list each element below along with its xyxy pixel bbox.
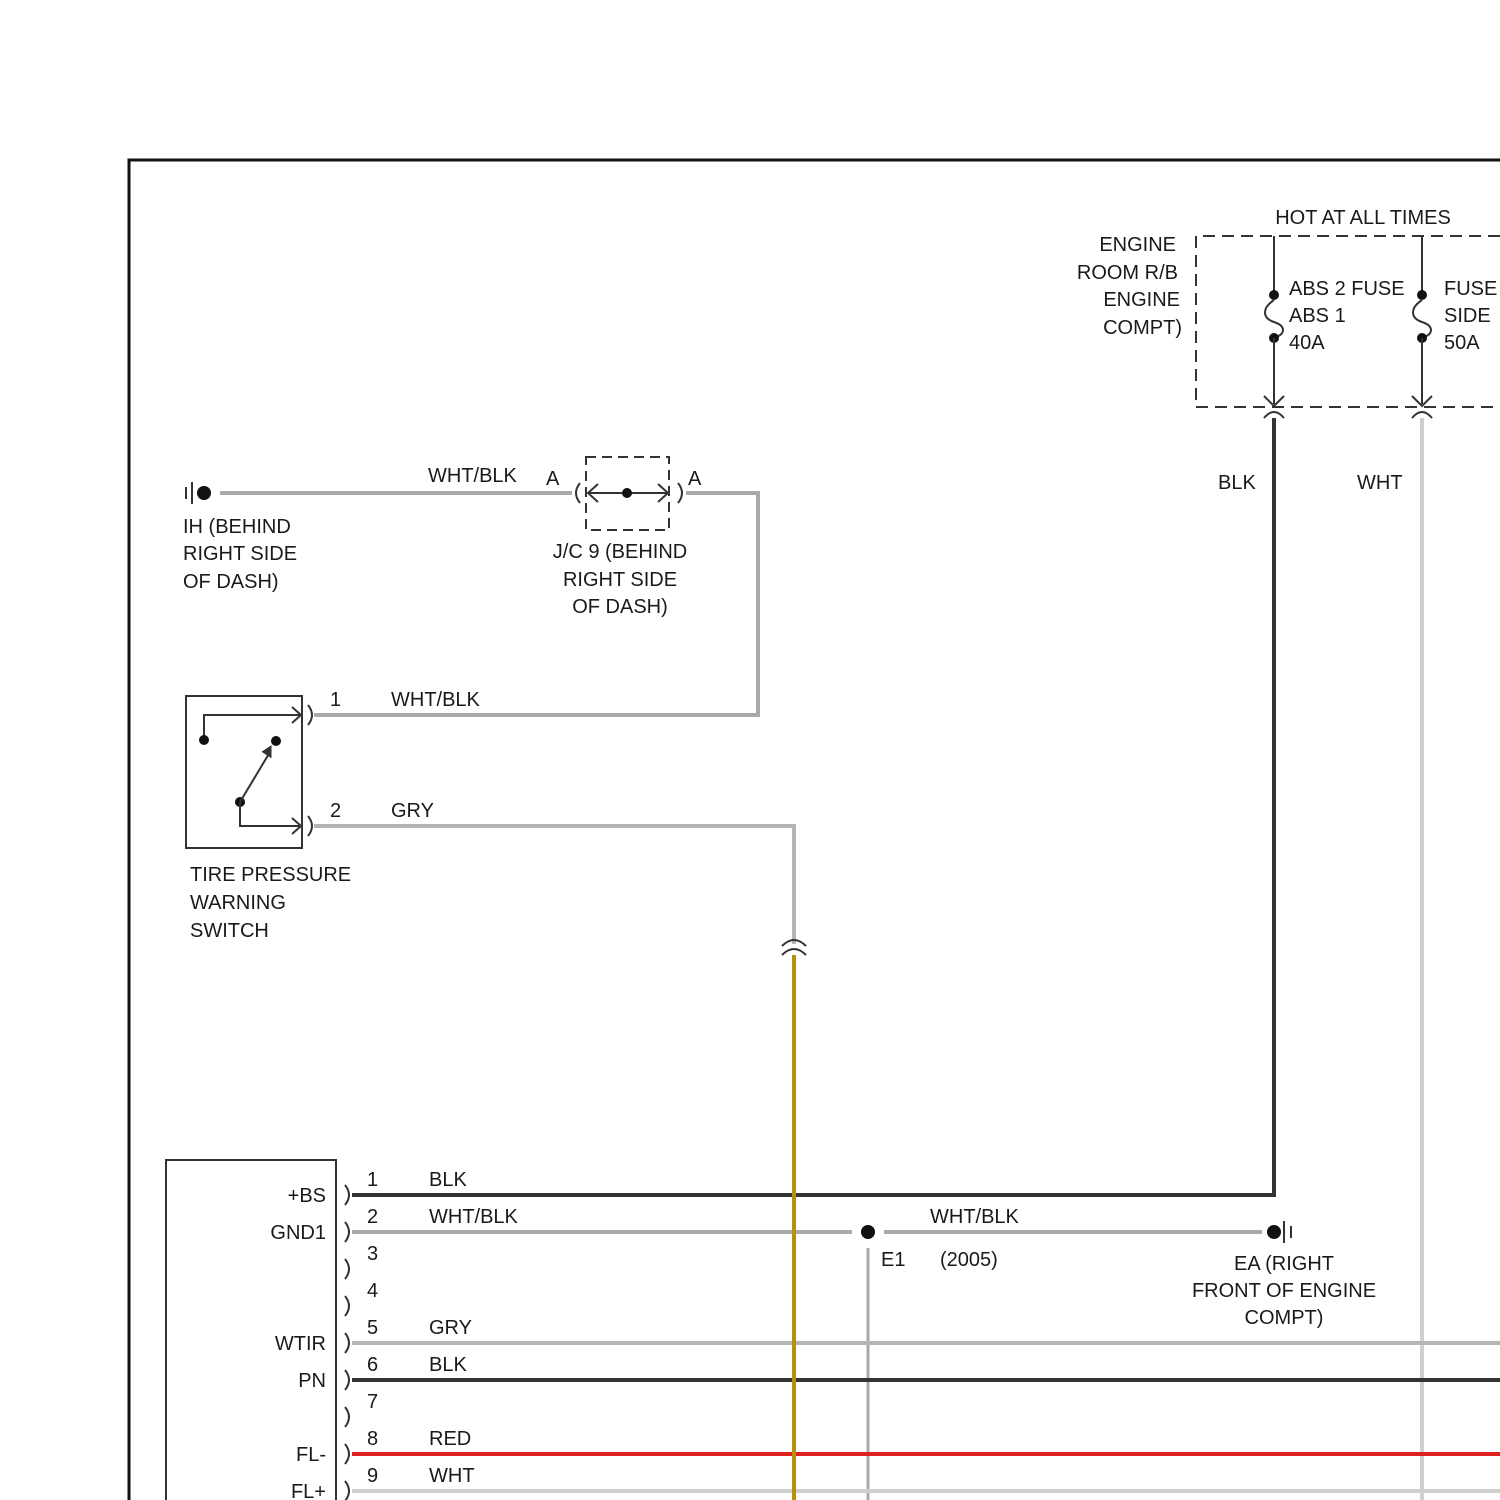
- fuse1-circuit: ABS 1: [1289, 305, 1346, 327]
- module-pin-3: 3: [345, 1243, 378, 1279]
- module-pin-number: 5: [367, 1317, 378, 1339]
- ground-ih-label-1: IH (BEHIND: [183, 516, 291, 538]
- module-wire-color-label: RED: [429, 1428, 471, 1450]
- switch-label-2: WARNING: [190, 892, 286, 914]
- wire-blk-bs: [352, 418, 1274, 1195]
- wire-gry-switch: [314, 826, 794, 944]
- module-pin-number: 4: [367, 1280, 378, 1302]
- module-pin-number: 3: [367, 1243, 378, 1265]
- module-pin-6: 6PN BLK: [298, 1354, 467, 1392]
- module-pin-connector: [345, 1259, 349, 1279]
- splice-e1-name: E1: [881, 1249, 905, 1271]
- jc-label-2: RIGHT SIDE: [563, 569, 677, 591]
- relay-block-location-line-4: COMPT): [1103, 317, 1182, 339]
- fuse1-rating: 40A: [1289, 332, 1325, 354]
- switch-label-3: SWITCH: [190, 920, 269, 942]
- fuse1-name: ABS 2 FUSE: [1289, 278, 1405, 300]
- wire-switch-pin1-label: WHT/BLK: [391, 689, 481, 711]
- ground-ea-label-3: COMPT): [1245, 1307, 1324, 1329]
- ground-ea: EA (RIGHT FRONT OF ENGINE COMPT): [1192, 1221, 1376, 1329]
- module-terminal-label: FL-: [296, 1444, 326, 1466]
- switch-label-1: TIRE PRESSURE: [190, 864, 351, 886]
- switch-pin2-num: 2: [330, 800, 341, 822]
- wire-wht-fuse2-label: WHT: [1357, 472, 1403, 494]
- wire-ih-to-jc-label: WHT/BLK: [428, 465, 518, 487]
- module-terminal-label: +BS: [288, 1185, 326, 1207]
- ground-ea-icon: [1267, 1225, 1281, 1239]
- module-pin-number: 2: [367, 1206, 378, 1228]
- jc-pin-right: A: [688, 468, 702, 490]
- side-fuse-50a: FUSE SIDE 50A: [1412, 236, 1497, 418]
- module-pin-connector: [345, 1370, 349, 1390]
- module-pin-connector: [345, 1481, 349, 1500]
- ground-ih: IH (BEHIND RIGHT SIDE OF DASH): [183, 482, 297, 593]
- module-wire-color-label: GRY: [429, 1317, 472, 1339]
- module-pin-7: 7: [345, 1391, 378, 1427]
- module-pin-4: 4: [345, 1280, 378, 1316]
- ground-ih-label-2: RIGHT SIDE: [183, 543, 297, 565]
- relay-block-location-line-3: ENGINE: [1103, 289, 1180, 311]
- ground-ih-icon: [197, 486, 211, 500]
- tire-pressure-warning-switch: 1 2 TIRE PRESSURE WARNING SWITCH: [186, 689, 351, 942]
- fuse2-name: FUSE: [1444, 278, 1497, 300]
- switch-pin1-num: 1: [330, 689, 341, 711]
- wire-blk-bs-label: BLK: [1218, 472, 1256, 494]
- module-pin-8: 8FL- RED: [296, 1428, 471, 1466]
- relay-block-location-line-1: ENGINE: [1099, 234, 1176, 256]
- module-wire-color-label: WHT: [429, 1465, 475, 1487]
- jc-pin-left: A: [546, 468, 560, 490]
- module-pin-connector: [345, 1222, 349, 1242]
- wire-e1-to-ea-label: WHT/BLK: [930, 1206, 1020, 1228]
- module-pin-number: 7: [367, 1391, 378, 1413]
- module-terminal-label: PN: [298, 1370, 326, 1392]
- ground-ea-label-1: EA (RIGHT: [1234, 1253, 1334, 1275]
- wire-jc-to-switch: [314, 493, 758, 715]
- module-wire-color-label: WHT/BLK: [429, 1206, 519, 1228]
- module-pin-number: 6: [367, 1354, 378, 1376]
- jc-label-3: OF DASH): [572, 596, 668, 618]
- engine-room-relay-block: HOT AT ALL TIMES ENGINE ROOM R/B ENGINE …: [1077, 207, 1500, 418]
- module-wire-color-label: BLK: [429, 1354, 467, 1376]
- fuse2-circuit: SIDE: [1444, 305, 1491, 327]
- splice-e1-note: (2005): [940, 1249, 998, 1271]
- hot-at-all-times-label: HOT AT ALL TIMES: [1275, 207, 1451, 229]
- ground-ih-label-3: OF DASH): [183, 571, 279, 593]
- splice-e1: [861, 1225, 875, 1239]
- module-pin-number: 8: [367, 1428, 378, 1450]
- wire-switch-pin2-label: GRY: [391, 800, 434, 822]
- module-terminal-label: WTIR: [275, 1333, 326, 1355]
- relay-block-location-line-2: ROOM R/B: [1077, 262, 1178, 284]
- module-terminal-label: GND1: [270, 1222, 326, 1244]
- module-pin-connector: [345, 1444, 349, 1464]
- ground-ea-label-2: FRONT OF ENGINE: [1192, 1280, 1376, 1302]
- module-wire-color-label: BLK: [429, 1169, 467, 1191]
- module-terminal-label: FL+: [291, 1481, 326, 1500]
- module-pin-connector: [345, 1407, 349, 1427]
- abs-fuse-40a: ABS 2 FUSE ABS 1 40A: [1264, 236, 1405, 418]
- module-pin-connector: [345, 1333, 349, 1353]
- module-pin-number: 9: [367, 1465, 378, 1487]
- module-pin-connector: [345, 1296, 349, 1316]
- module-pin-connector: [345, 1185, 349, 1205]
- module-pin-number: 1: [367, 1169, 378, 1191]
- fuse2-rating: 50A: [1444, 332, 1480, 354]
- junction-connector-jc9: A A J/C 9 (BEHIND RIGHT SIDE OF DASH): [546, 457, 702, 618]
- module-pin-9: 9FL+ WHT: [291, 1465, 475, 1500]
- jc-label-1: J/C 9 (BEHIND: [553, 541, 687, 563]
- module-pin-1: 1 +BS BLK: [288, 1169, 468, 1207]
